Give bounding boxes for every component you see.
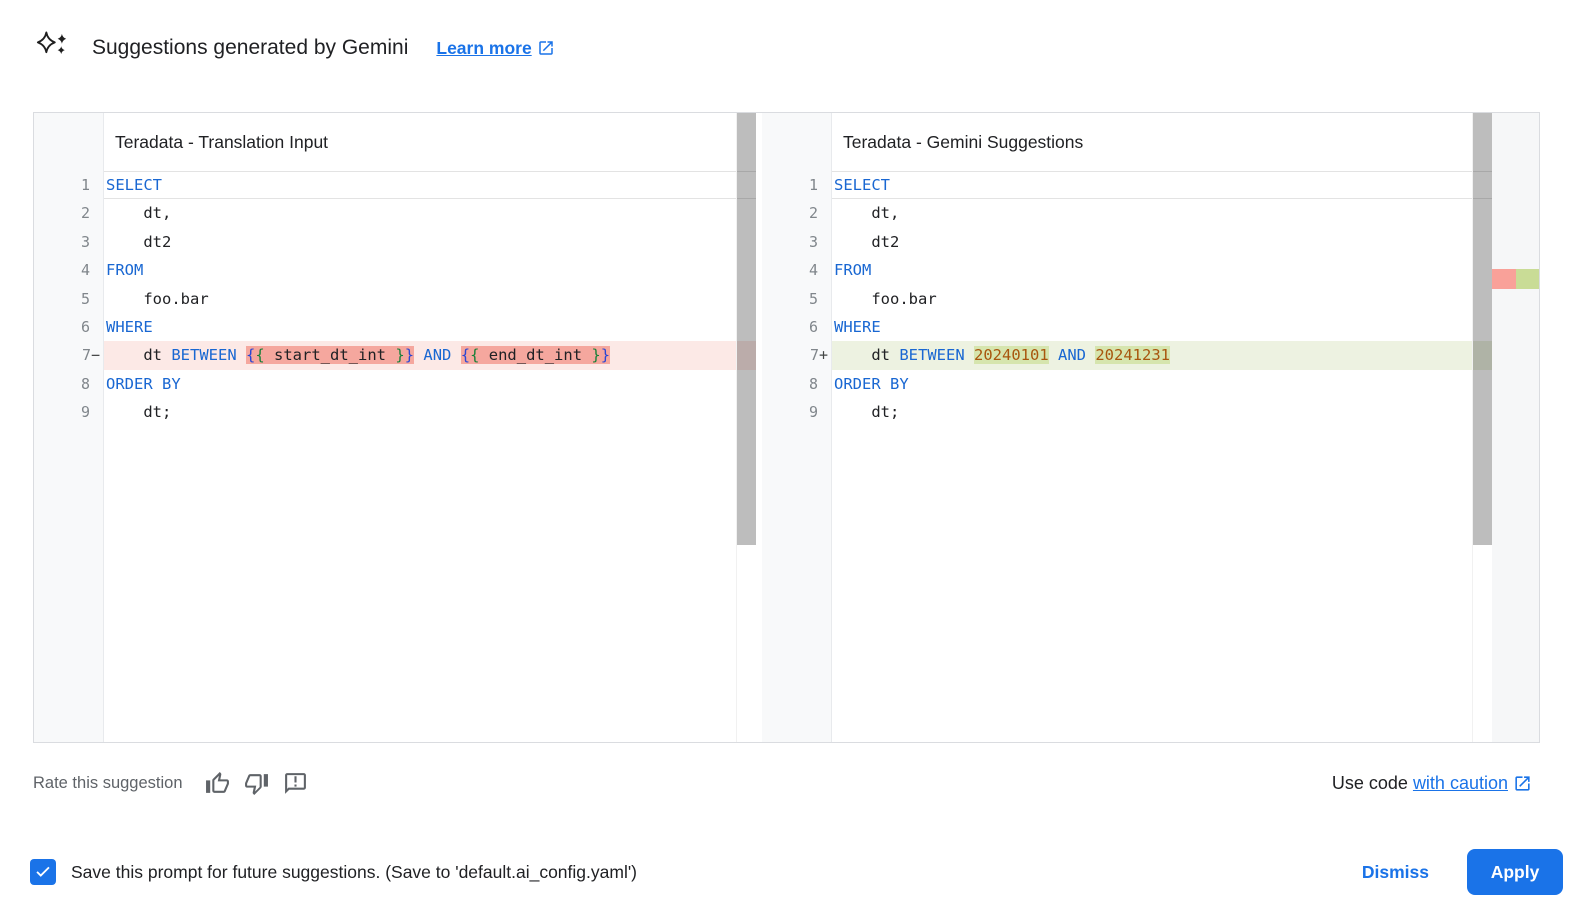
line-number: 1 [808,176,818,194]
header: Suggestions generated by Gemini Learn mo… [35,28,555,68]
right-pane-title: Teradata - Gemini Suggestions [843,132,1084,152]
line-number: 3 [808,232,818,251]
action-bar: Save this prompt for future suggestions.… [30,846,1563,898]
code-line: dt; [834,403,900,422]
line-number: 6 [80,317,90,336]
deleted-segment: {{ end_dt_int }} [460,346,611,365]
thumbs-up-button[interactable] [205,770,231,796]
feedback-icon [283,771,308,796]
line-number: 2 [80,204,90,223]
ruler-added-mark [1516,269,1539,289]
with-caution-link[interactable]: with caution [1412,772,1508,793]
save-prompt-checkbox[interactable] [30,859,56,885]
code-line: SELECT [104,171,756,200]
line-number: 7− [81,346,100,365]
report-feedback-button[interactable] [283,770,309,796]
right-code-area[interactable]: Teradata - Gemini Suggestions SELECT dt,… [832,113,1492,742]
line-number: 4 [808,261,818,280]
left-scrollbar-thumb[interactable] [737,113,756,545]
right-scrollbar-track [1472,113,1492,742]
dismiss-button[interactable]: Dismiss [1338,852,1453,893]
code-line: dt, [834,204,900,223]
save-prompt-label: Save this prompt for future suggestions.… [71,861,637,882]
apply-button[interactable]: Apply [1467,849,1563,895]
code-line: dt2 [106,232,172,251]
code-line: FROM [834,261,872,280]
line-number: 7+ [809,346,828,365]
line-number: 6 [808,317,818,336]
diff-overview-ruler[interactable] [1492,113,1539,742]
ruler-deleted-mark [1492,269,1516,289]
use-code-text: Use code [1331,772,1408,793]
line-number: 8 [80,374,90,393]
code-line: foo.bar [834,289,937,308]
thumbs-up-icon [205,771,230,796]
thumbs-down-icon [244,771,269,796]
deleted-segment: {{ start_dt_int }} [246,346,415,365]
code-line: ORDER BY [106,374,181,393]
line-number: 4 [80,261,90,280]
added-segment: 20240101 [974,346,1049,365]
code-line: FROM [106,261,144,280]
line-number: 3 [80,232,90,251]
use-code-notice: Use code with caution [1332,773,1532,794]
page-title: Suggestions generated by Gemini [92,36,409,59]
left-line-number-gutter: 1 2 3 4 5 6 7− 8 9 [34,113,104,742]
gemini-sparkle-icon [35,31,69,65]
gemini-suggestions-pane: 1 2 3 4 5 6 7+ 8 9 Teradata - Gemini Suggestions… [762,113,1539,742]
learn-more-link[interactable]: Learn more [436,38,554,59]
code-line: SELECT [832,171,1492,200]
line-number: 8 [808,374,818,393]
code-line: dt2 [834,232,900,251]
line-number: 5 [808,289,818,308]
code-line: dt BETWEEN {{ start_dt_int }} AND {{ end… [104,341,756,370]
code-line: WHERE [106,317,153,336]
feedback-row: Rate this suggestion Use code with cauti… [33,766,1532,800]
diff-view: 1 2 3 4 5 6 7− 8 9 Teradata - Translation Input … [33,112,1540,743]
external-link-icon [1513,774,1532,793]
line-number: 2 [808,204,818,223]
code-line: dt BETWEEN 20240101 AND 20241231 [832,341,1492,370]
translation-input-pane: 1 2 3 4 5 6 7− 8 9 Teradata - Translation Input … [34,113,756,742]
pane-divider [756,113,762,742]
left-scrollbar-track [736,113,756,742]
right-scrollbar-thumb[interactable] [1473,113,1492,545]
rate-label: Rate this suggestion [33,773,183,792]
code-line: foo.bar [106,289,209,308]
external-link-icon [537,39,555,57]
line-number: 9 [80,403,90,422]
line-number: 9 [808,403,818,422]
added-segment: 20241231 [1095,346,1170,365]
checkmark-icon [36,866,50,877]
line-number: 1 [80,176,90,194]
code-line: dt; [106,403,172,422]
right-line-number-gutter: 1 2 3 4 5 6 7+ 8 9 [762,113,832,742]
left-code-area[interactable]: Teradata - Translation Input SELECT dt, … [104,113,756,742]
code-line: dt, [106,204,172,223]
line-number: 5 [80,289,90,308]
code-line: WHERE [834,317,881,336]
code-line: ORDER BY [834,374,909,393]
left-pane-title: Teradata - Translation Input [115,132,329,152]
thumbs-down-button[interactable] [244,770,270,796]
